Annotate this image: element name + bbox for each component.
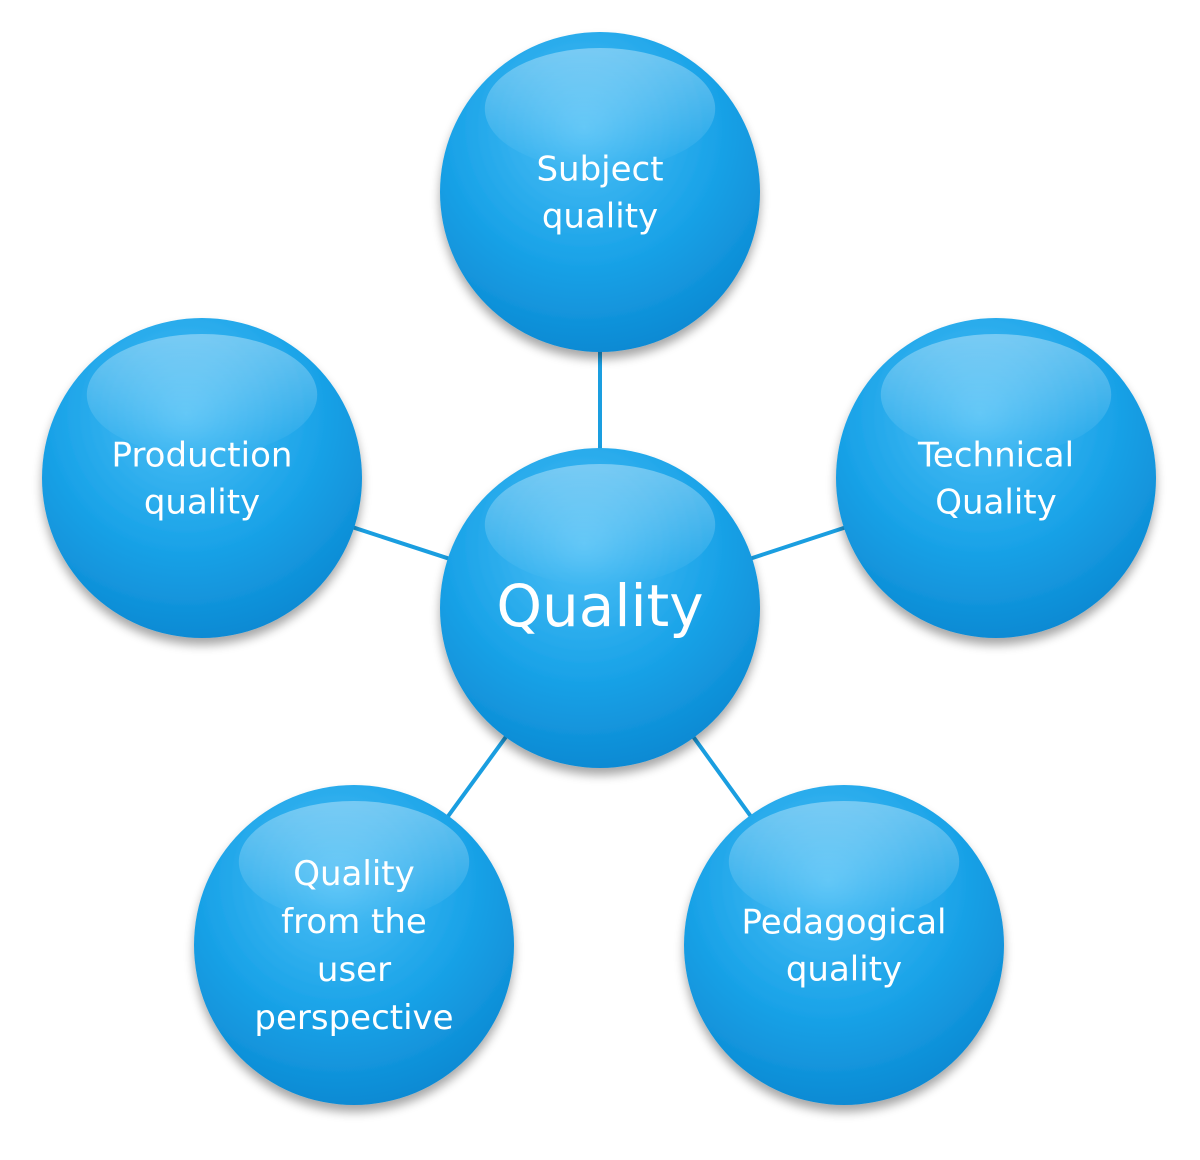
node-production-label: Production quality <box>112 435 293 522</box>
node-pedagogical-label-line-1: Pedagogical <box>741 902 946 942</box>
node-subject: Subject quality <box>440 32 760 352</box>
node-subject-label-line-1: Subject <box>536 149 663 189</box>
node-user-label-line-2: from the <box>281 902 427 942</box>
node-user-highlight <box>238 801 470 923</box>
node-pedagogical-label-line-2: quality <box>786 949 902 989</box>
node-pedagogical: Pedagogical quality <box>684 785 1004 1105</box>
node-production-highlight <box>86 334 318 456</box>
node-subject-label: Subject quality <box>536 149 663 236</box>
connector-user <box>445 733 509 820</box>
node-production: Production quality <box>42 318 362 638</box>
node-pedagogical-label: Pedagogical quality <box>741 902 946 989</box>
node-user-label-line-3: user <box>317 950 391 990</box>
node-center-quality-label-line-1: Quality <box>496 572 703 640</box>
connectors <box>350 348 848 820</box>
node-subject-label-line-2: quality <box>542 196 658 236</box>
node-user: Quality from the user perspective <box>194 785 514 1105</box>
node-subject-highlight <box>484 48 716 170</box>
node-center-quality-highlight <box>484 464 716 586</box>
connector-production <box>350 525 452 561</box>
node-user-label-line-1: Quality <box>293 854 415 894</box>
node-pedagogical-highlight <box>728 801 960 923</box>
node-technical-label-line-2: Quality <box>935 482 1057 522</box>
node-production-label-line-1: Production <box>112 435 293 475</box>
node-production-label-line-2: quality <box>144 482 260 522</box>
node-user-label: Quality from the user perspective <box>254 854 453 1038</box>
connector-technical <box>748 525 848 561</box>
node-center-quality-label: Quality <box>496 572 703 640</box>
node-center-quality: Quality <box>440 448 760 768</box>
node-technical-label-line-1: Technical <box>917 435 1074 475</box>
node-user-label-line-4: perspective <box>254 998 453 1038</box>
connector-pedagogical <box>690 733 754 820</box>
node-technical-highlight <box>880 334 1112 456</box>
